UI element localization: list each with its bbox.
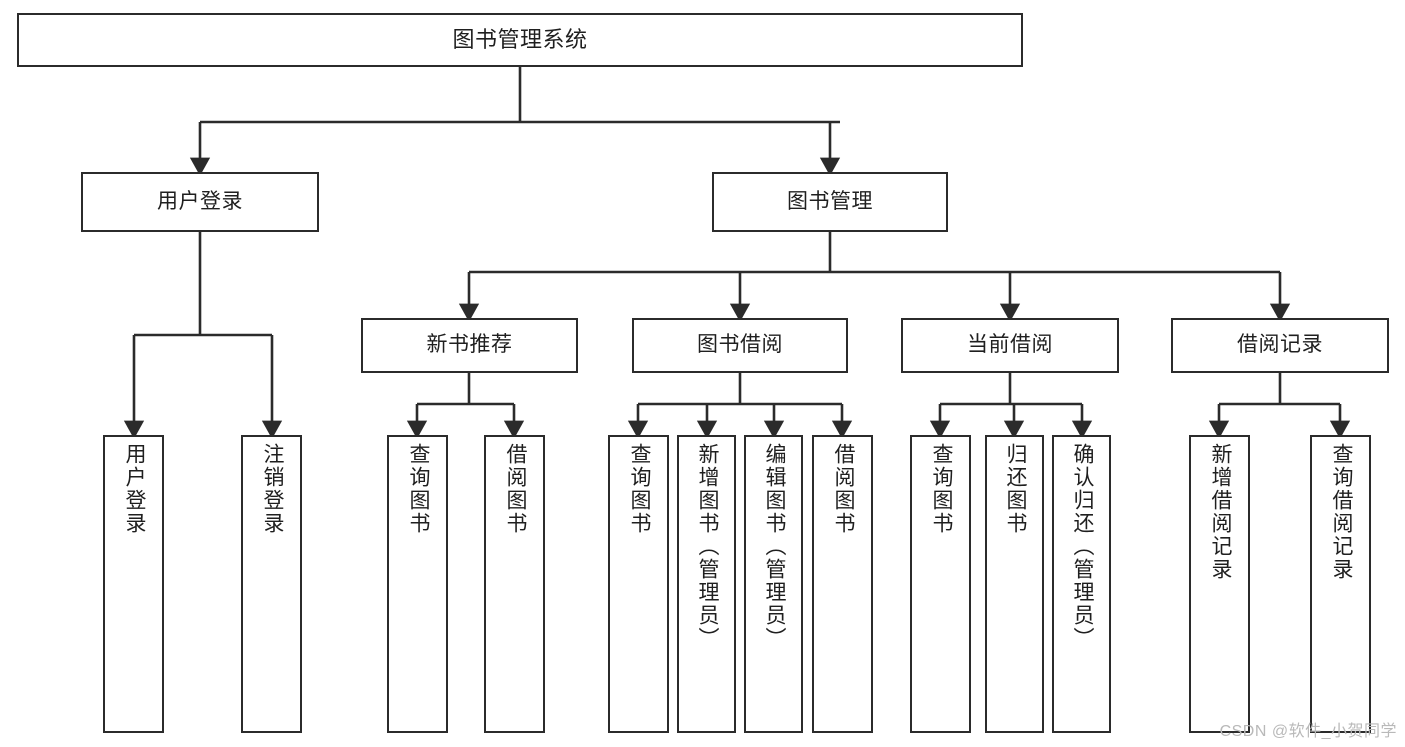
- leaf-label: 查询图书: [929, 443, 953, 535]
- leaf-borrow-book-newbook[interactable]: 借阅图书: [484, 435, 545, 733]
- node-book-management-label: 图书管理: [787, 189, 873, 213]
- leaf-edit-book-admin[interactable]: 编辑图书（管理员）: [744, 435, 803, 733]
- leaf-label: 注销登录: [260, 443, 284, 535]
- node-new-book-recommend-label: 新书推荐: [426, 333, 513, 357]
- leaf-label: 编辑图书（管理员）: [762, 443, 786, 650]
- leaf-query-book-current[interactable]: 查询图书: [910, 435, 971, 733]
- node-user-login-label: 用户登录: [157, 189, 243, 213]
- leaf-label: 借阅图书: [503, 443, 527, 535]
- node-borrow-records-label: 借阅记录: [1237, 333, 1323, 357]
- node-book-borrow-label: 图书借阅: [697, 333, 783, 357]
- node-book-borrow[interactable]: 图书借阅: [632, 318, 848, 373]
- leaf-logout-login[interactable]: 注销登录: [241, 435, 302, 733]
- node-borrow-records[interactable]: 借阅记录: [1171, 318, 1389, 373]
- leaf-query-borrow-record[interactable]: 查询借阅记录: [1310, 435, 1371, 733]
- leaf-label: 确认归还（管理员）: [1070, 443, 1094, 650]
- leaf-borrow-book[interactable]: 借阅图书: [812, 435, 873, 733]
- leaf-label: 查询借阅记录: [1329, 443, 1353, 581]
- node-user-login[interactable]: 用户登录: [81, 172, 319, 232]
- node-book-management[interactable]: 图书管理: [712, 172, 948, 232]
- leaf-add-borrow-record[interactable]: 新增借阅记录: [1189, 435, 1250, 733]
- leaf-return-book[interactable]: 归还图书: [985, 435, 1044, 733]
- leaf-query-book-borrow[interactable]: 查询图书: [608, 435, 669, 733]
- leaf-label: 归还图书: [1003, 443, 1027, 535]
- node-root-label: 图书管理系统: [452, 27, 588, 53]
- leaf-user-login[interactable]: 用户登录: [103, 435, 164, 733]
- leaf-label: 用户登录: [122, 443, 146, 535]
- leaf-query-book-newbook[interactable]: 查询图书: [387, 435, 448, 733]
- leaf-label: 新增借阅记录: [1208, 443, 1232, 581]
- node-new-book-recommend[interactable]: 新书推荐: [361, 318, 578, 373]
- node-current-borrow-label: 当前借阅: [967, 333, 1053, 357]
- leaf-label: 查询图书: [627, 443, 651, 535]
- leaf-label: 借阅图书: [831, 443, 855, 535]
- node-current-borrow[interactable]: 当前借阅: [901, 318, 1119, 373]
- csdn-watermark: CSDN @软件_小贺同学: [1219, 723, 1397, 740]
- leaf-confirm-return-admin[interactable]: 确认归还（管理员）: [1052, 435, 1111, 733]
- node-root-system[interactable]: 图书管理系统: [17, 13, 1023, 67]
- leaf-label: 查询图书: [406, 443, 430, 535]
- leaf-add-book-admin[interactable]: 新增图书（管理员）: [677, 435, 736, 733]
- leaf-label: 新增图书（管理员）: [695, 443, 719, 650]
